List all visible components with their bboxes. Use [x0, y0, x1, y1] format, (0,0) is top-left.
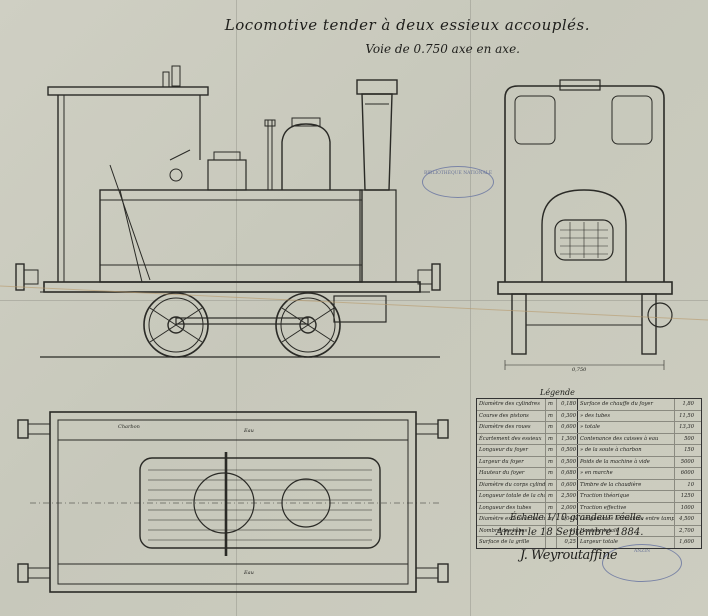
dimension-label: 0,750 [572, 367, 587, 373]
legend-cell: m [545, 422, 556, 433]
scale-note: Échelle 1/10 grandeur réelle. [510, 513, 644, 523]
legend-cell: 2,000 [556, 502, 577, 513]
legend-cell: Poids de la machine à vide [577, 456, 674, 467]
legend-cell: Traction théorique [577, 491, 674, 502]
plan-label-eau: Eau [244, 570, 254, 576]
legend-cell: m [545, 468, 556, 479]
plan-label-eau: Eau [244, 428, 254, 434]
legend-cell: » en marche [577, 468, 674, 479]
legend-cell: m [545, 410, 556, 421]
legend-cell: 500 [674, 433, 695, 444]
legend-cell: 0,300 [556, 410, 577, 421]
legend-cell: Course des pistons [479, 412, 529, 419]
legend-cell: Diamètre des roues [479, 424, 531, 430]
fold-line [0, 300, 708, 301]
legend-cell: m [545, 479, 556, 490]
legend-cell: Largeur totale [577, 537, 674, 548]
plan-view [17, 411, 449, 593]
front-elevation [497, 79, 673, 370]
legend-cell: » de la soute à charbon [577, 445, 674, 456]
legend-title: Légende [540, 388, 575, 397]
legend-cell: 10 [674, 479, 695, 490]
legend-cell: Longueur de la machine entre tampons [577, 514, 674, 525]
legend-cell: Diamètre du corps cylindrique [479, 481, 545, 488]
legend-cell: Nombre des tubes [479, 527, 528, 534]
legend-cell: Hauteur du foyer [479, 470, 525, 476]
legend-cell: m [545, 433, 556, 444]
legend-cell: 6000 [674, 468, 695, 479]
legend-cell: Hauteur totale [577, 525, 674, 536]
legend-cell: 41 [556, 525, 577, 536]
legend-cell: 0,180 [556, 399, 577, 410]
legend-cell: 150 [674, 445, 695, 456]
legend-cell: Largeur du foyer [479, 458, 524, 465]
legend-cell: 0,680 [556, 468, 577, 479]
legend-cell: m [545, 502, 556, 513]
legend-cell [545, 537, 556, 548]
drawing-subtitle: Voie de 0.750 axe en axe. [365, 42, 520, 56]
legend-cell: 1,300 [556, 433, 577, 444]
legend-cell: Traction effective [577, 502, 674, 513]
legend-cell: m [545, 491, 556, 502]
legend-cell: » totale [577, 422, 674, 433]
signature: J. Weyroutaffine [520, 548, 618, 563]
legend-cell: » des tubes [577, 410, 674, 421]
legend-cell: 13,30 [674, 422, 695, 433]
legend-cell: Écartement des essieux [479, 435, 542, 442]
legend-row: Diamètre du corps cylindriquem0,600Timbr… [477, 479, 701, 491]
legend-cell: 1250 [674, 491, 695, 502]
legend-cell: 0,045 [556, 514, 577, 525]
drawing-title: Locomotive tender à deux essieux accoupl… [224, 16, 590, 34]
legend-cell: Contenance des caisses à eau [577, 433, 674, 444]
legend-cell: m [545, 456, 556, 467]
side-elevation [15, 65, 441, 358]
legend-cell: 2,700 [674, 525, 695, 536]
legend-cell: 1,80 [674, 399, 695, 410]
legend-cell: Diamètre extérieur des tubes [479, 516, 545, 522]
legend-cell: Longueur des tubes [479, 504, 532, 511]
legend-cell: 0,500 [556, 456, 577, 467]
legend-cell [545, 525, 556, 536]
legend-cell: Diamètre des cylindres [479, 401, 540, 407]
legend-cell: 11,50 [674, 410, 695, 421]
legend-cell: 0,25 [556, 537, 577, 548]
legend-cell: 1,600 [674, 537, 695, 548]
legend-cell: 0,500 [556, 445, 577, 456]
archive-stamp: ANZIN [602, 544, 682, 582]
legend-cell: Timbre de la chaudière [577, 479, 674, 490]
legend-row: Longueur totale de la chaudièrem2,500Tra… [477, 491, 701, 503]
archive-stamp: BIBLIOTHÈQUE NATIONALE [422, 166, 494, 198]
legend-row: Diamètre extérieur des tubesm0,045Longue… [477, 514, 701, 526]
legend-cell: Longueur du foyer [479, 447, 528, 453]
place-date: Anzin le 18 Septembre 1884. [496, 527, 644, 538]
legend-cell: m [545, 514, 556, 525]
legend-cell: Surface de chauffe du foyer [577, 399, 674, 410]
legend-cell: 4,500 [674, 514, 695, 525]
legend-cell: m [545, 399, 556, 410]
plan-label-charbon: Charbon [118, 424, 140, 430]
legend-cell: 2,500 [556, 491, 577, 502]
legend-cell: 0,600 [556, 422, 577, 433]
legend-cell: m [545, 445, 556, 456]
legend-cell: 5000 [674, 456, 695, 467]
fold-line [470, 0, 471, 616]
legend-cell: 1000 [674, 502, 695, 513]
legend-cell: Surface de la grille [479, 539, 530, 545]
legend-cell: Longueur totale de la chaudière [479, 493, 545, 499]
fold-line [236, 0, 237, 616]
legend-cell: 0,600 [556, 479, 577, 490]
